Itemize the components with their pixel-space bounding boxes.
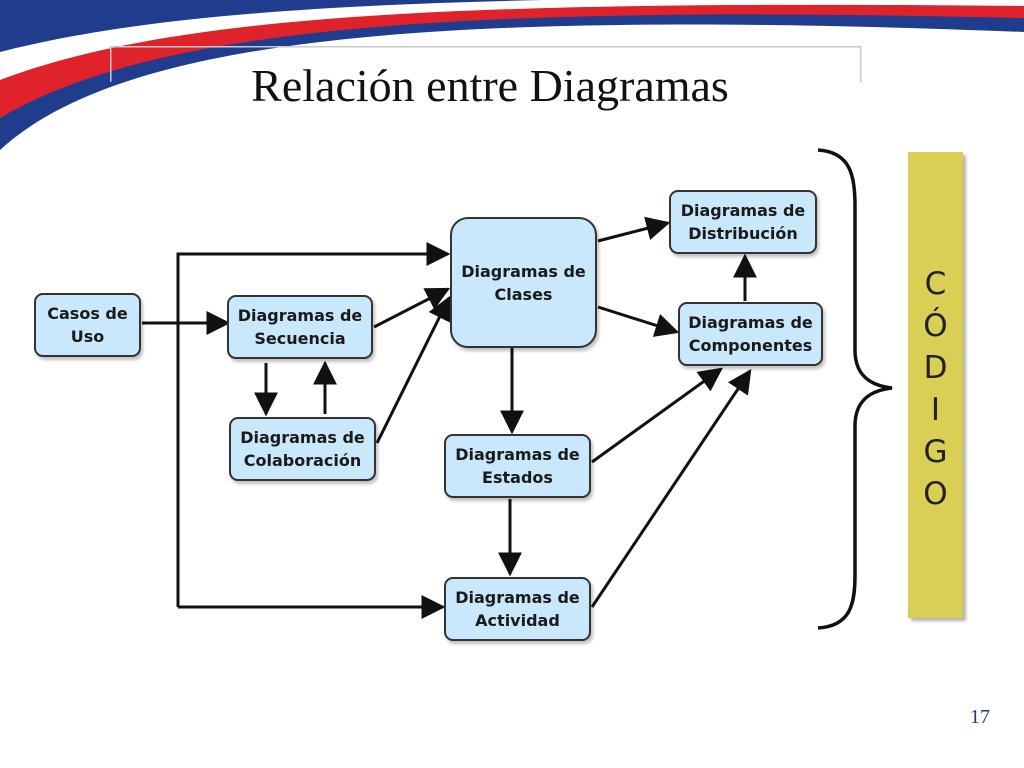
code-letter-2: Ó [923, 308, 948, 344]
node-diagramas-de-colaboracion: Diagramas de Colaboración [229, 417, 376, 481]
code-letter-3: D [923, 350, 948, 386]
node-diagramas-de-secuencia: Diagramas de Secuencia [227, 295, 373, 359]
node-diagramas-de-componentes: Diagramas de Componentes [678, 302, 823, 366]
arrow-clases-componentes [597, 305, 680, 337]
arrow-secuencia-clases [373, 287, 451, 329]
code-panel [908, 152, 963, 618]
arrow-estados-componentes [591, 367, 723, 464]
node-diagramas-de-clases: Diagramas de Clases [450, 217, 597, 348]
node-diagramas-de-clases-label: Diagramas de Clases [461, 261, 586, 304]
slide-title: Relación entre Diagramas [251, 60, 729, 111]
code-letter-5: G [923, 434, 948, 470]
node-diagramas-de-distribucion: Diagramas de Distribución [669, 190, 817, 254]
code-letter-4: I [930, 392, 941, 428]
code-letter-1: C [924, 266, 947, 302]
arrow-trunk-clases [176, 242, 451, 607]
node-diagramas-de-secuencia-label: Diagramas de Secuencia [237, 306, 363, 348]
node-casos-de-uso: Casos de Uso [34, 293, 141, 357]
arrow-colaboracion-clases [375, 295, 451, 444]
curly-brace [817, 148, 893, 630]
code-letter-6: O [923, 476, 948, 512]
node-diagramas-de-estados-label: Diagramas de Estados [455, 445, 580, 487]
node-diagramas-de-actividad-label: Diagramas de Actividad [455, 588, 580, 630]
node-casos-de-uso-label: Casos de Uso [47, 304, 128, 346]
node-diagramas-de-estados: Diagramas de Estados [444, 434, 591, 498]
node-diagramas-de-componentes-label: Diagramas de Componentes [688, 313, 813, 355]
page-number: 17 [970, 706, 990, 728]
top-banner [0, 0, 1024, 150]
node-diagramas-de-distribucion-label: Diagramas de Distribución [680, 201, 806, 243]
node-diagramas-de-actividad: Diagramas de Actividad [444, 577, 591, 641]
node-diagramas-de-colaboracion-label: Diagramas de Colaboración [240, 428, 365, 470]
arrow-actividad-componentes [590, 369, 752, 608]
arrow-clases-distribucion [597, 216, 671, 243]
